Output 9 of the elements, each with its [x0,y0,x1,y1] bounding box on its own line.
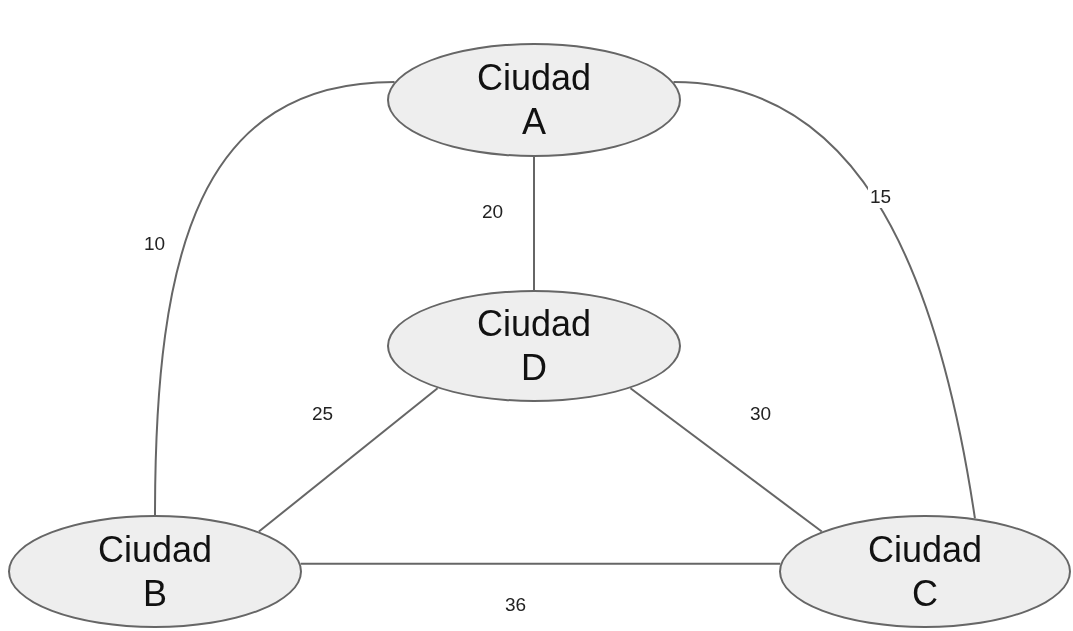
connector-line [154,81,396,516]
edge-label: 15 [868,186,894,208]
connector-line [533,156,535,291]
connector-line [257,387,439,533]
connector-line [629,387,823,533]
city-label: Ciudad A [475,56,593,144]
city-label: Ciudad C [866,527,984,616]
city-label: Ciudad B [96,527,214,616]
city-label: Ciudad D [475,302,593,390]
